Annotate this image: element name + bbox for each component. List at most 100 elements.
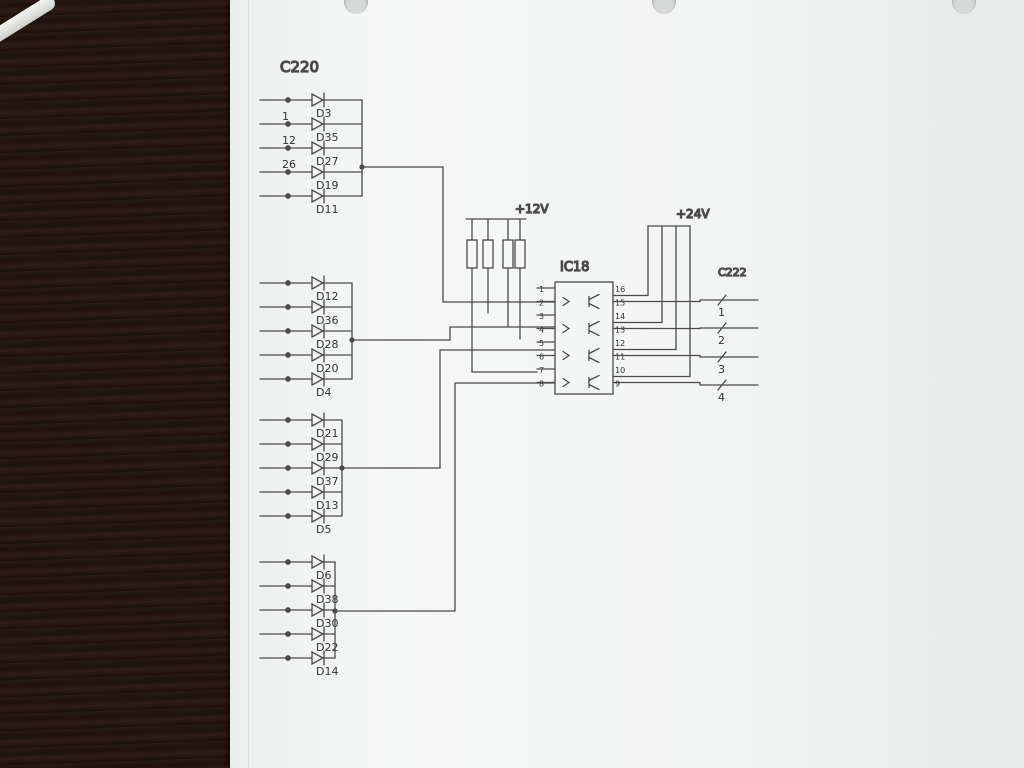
connector-out-pin-label: 3	[718, 363, 725, 376]
diode-label: D11	[316, 203, 338, 216]
diode-symbol	[311, 460, 325, 476]
diode-label: D22	[316, 641, 338, 654]
diode-symbol	[311, 188, 325, 204]
wire	[612, 225, 649, 297]
connector-out-pin-mark	[717, 294, 727, 306]
diode-label: D12	[316, 290, 338, 303]
ic-pin-number: 8	[539, 380, 544, 389]
diode-symbol	[311, 602, 325, 618]
diode-symbol	[311, 484, 325, 500]
wire	[471, 299, 538, 373]
diode-label: D38	[316, 593, 338, 606]
diode-label: D3	[316, 107, 331, 120]
ic-transistor-collector	[588, 347, 600, 355]
wire	[612, 225, 663, 324]
wire	[454, 382, 556, 612]
diode-label: D29	[316, 451, 338, 464]
connector-out-pin-label: 4	[718, 391, 725, 404]
diode-symbol	[311, 347, 325, 363]
connector-out-pin-label: 2	[718, 334, 725, 347]
resistor	[466, 239, 478, 269]
terminal-dot	[285, 352, 291, 358]
terminal-dot	[285, 193, 291, 199]
resistor	[514, 239, 526, 269]
resistor	[502, 239, 514, 269]
diode-symbol	[311, 275, 325, 291]
ic-input-gate	[562, 350, 571, 361]
connector-in-label: C220	[280, 58, 319, 76]
ic-transistor-emitter	[588, 383, 600, 391]
diode-symbol	[311, 371, 325, 387]
diode-label: D5	[316, 523, 331, 536]
ic-pin-number: 16	[615, 285, 625, 294]
connector-out-pin-label: 1	[718, 306, 725, 319]
connector-in-pin-label: 26	[282, 158, 296, 171]
terminal-dot	[285, 145, 291, 151]
ic18-body	[554, 281, 614, 395]
diode-label: D14	[316, 665, 338, 678]
wire	[442, 166, 556, 303]
diode-label: D36	[316, 314, 338, 327]
ic-pin-number: 1	[539, 285, 544, 294]
terminal-dot	[285, 169, 291, 175]
terminal-dot	[285, 513, 291, 519]
wire	[612, 381, 759, 386]
wire	[612, 225, 677, 351]
paper-margin-line	[248, 0, 249, 768]
connector-in-pin-label: 12	[282, 134, 296, 147]
diode-label: D19	[316, 179, 338, 192]
ic-pin-number: 15	[615, 299, 625, 308]
pullup-resistors	[465, 218, 538, 373]
ic-transistor-emitter	[588, 302, 600, 310]
terminal-dot	[285, 631, 291, 637]
ic-pin-number: 12	[615, 339, 625, 348]
wire	[612, 354, 759, 358]
ic-transistor-collector	[588, 374, 600, 382]
terminal-dot	[285, 583, 291, 589]
diode-symbol	[311, 299, 325, 315]
connector-out-label: C222	[718, 266, 747, 279]
ic-pin-number: 4	[539, 326, 544, 335]
diode-symbol	[311, 412, 325, 428]
wire	[612, 299, 759, 303]
ic-pin-number: 11	[615, 353, 625, 362]
ic-pin-number: 13	[615, 326, 625, 335]
ic-transistor-emitter	[588, 356, 600, 364]
punch-hole	[652, 0, 676, 14]
diode-label: D27	[316, 155, 338, 168]
diode-label: D20	[316, 362, 338, 375]
punch-hole	[344, 0, 368, 14]
ic-pin-number: 9	[615, 380, 620, 389]
ic-pin-number: 5	[539, 339, 544, 348]
ic-transistor-emitter	[588, 329, 600, 337]
ic-pin-number: 6	[539, 353, 544, 362]
ic-pin-number: 14	[615, 312, 625, 321]
diode-label: D6	[316, 569, 331, 582]
terminal-dot	[285, 280, 291, 286]
diode-symbol	[311, 554, 325, 570]
diode-symbol	[311, 578, 325, 594]
terminal-dot	[285, 489, 291, 495]
connector-in-pin-label: 1	[282, 110, 289, 123]
connector-out-pin-mark	[717, 379, 727, 391]
diode-label: D37	[316, 475, 338, 488]
wire	[612, 327, 759, 330]
ic-pin-number: 3	[539, 312, 544, 321]
diode-label: D35	[316, 131, 338, 144]
diode-symbol	[311, 650, 325, 666]
ic-input-gate	[562, 296, 571, 307]
diode-symbol	[311, 626, 325, 642]
terminal-dot	[285, 97, 291, 103]
diode-label: D4	[316, 386, 331, 399]
connector-out-pin-mark	[717, 351, 727, 363]
diode-label: D28	[316, 338, 338, 351]
ic-transistor-collector	[588, 320, 600, 328]
diode-label: D30	[316, 617, 338, 630]
terminal-dot	[285, 655, 291, 661]
wire	[439, 349, 556, 469]
diode-label: D21	[316, 427, 338, 440]
